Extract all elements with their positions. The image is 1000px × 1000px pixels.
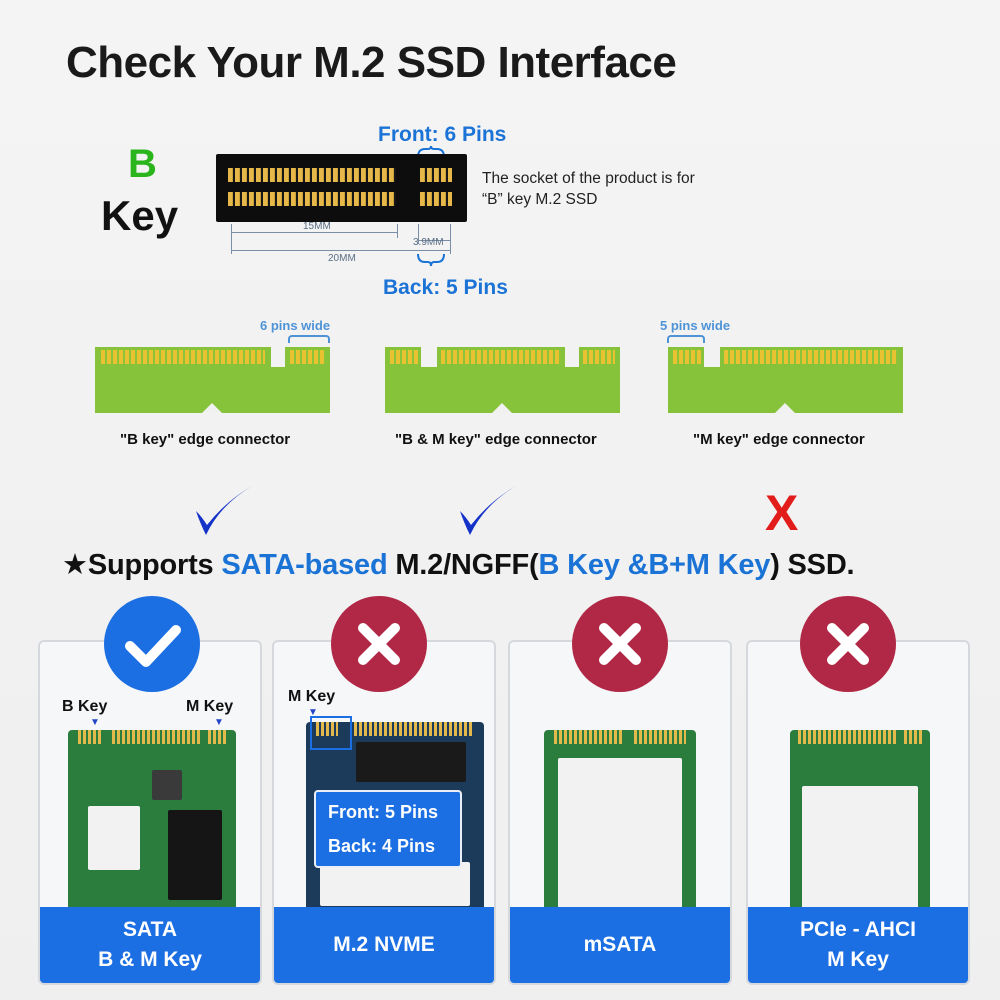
card-sata-line1: SATA: [122, 918, 178, 941]
b-key-letter: B: [128, 142, 157, 186]
pcie-ssd-board: [790, 730, 930, 916]
socket-pins-bottom-left: [228, 192, 396, 206]
nvme-unsupported-circle: [331, 596, 427, 692]
socket-pins-bottom-right: [420, 192, 452, 206]
card-pcie-banner: PCIe - AHCI M Key: [748, 907, 968, 983]
card-msata: mSATA: [508, 640, 732, 985]
msata-unsupported-circle: [572, 596, 668, 692]
m-key-edge-connector: [668, 345, 903, 413]
nvme-back-pins: Back: 4 Pins: [328, 836, 436, 856]
star-icon: ★: [62, 549, 88, 581]
dim-3-9mm: 3.9MM: [413, 237, 444, 248]
b-key-socket: [216, 154, 467, 222]
dim-15mm: 15MM: [303, 221, 331, 232]
b-m-key-check-icon: [460, 486, 516, 535]
m-key-width-tag: 5 pins wide: [660, 318, 731, 333]
socket-description: The socket of the product is for “B” key…: [482, 168, 772, 210]
socket-description-line1: The socket of the product is for: [482, 170, 695, 187]
front-brace-icon: [417, 145, 445, 158]
b-key-arrow-icon: ▼: [90, 717, 100, 728]
card-sata-b-key-tag: B Key: [62, 698, 108, 715]
back-pins-label: Back: 5 Pins: [383, 276, 508, 299]
b-key-check-icon: [196, 486, 252, 535]
sata-supported-circle: [104, 596, 200, 692]
m-key-width-bracket: [667, 335, 705, 343]
card-pcie-line2: M Key: [827, 948, 889, 971]
socket-pins-top-right: [420, 168, 452, 182]
card-sata-m-key-tag: M Key: [186, 698, 234, 715]
msata-ssd-board: [544, 730, 696, 916]
b-key-word: Key: [101, 192, 179, 239]
card-sata-banner: SATA B & M Key: [40, 907, 260, 983]
m-key-caption: "M key" edge connector: [693, 431, 865, 448]
card-msata-banner: mSATA: [510, 907, 730, 983]
card-pcie-line1: PCIe - AHCI: [800, 918, 916, 941]
close-icon: [599, 623, 641, 665]
card-nvme-banner: M.2 NVME: [274, 907, 494, 983]
back-brace-icon: [417, 253, 445, 267]
card-pcie-ahci: PCIe - AHCI M Key: [746, 640, 970, 985]
dim-20mm: 20MM: [328, 253, 356, 264]
pcie-unsupported-circle: [800, 596, 896, 692]
page-title: Check Your M.2 SSD Interface: [66, 38, 677, 87]
m-key-arrow-icon: ▼: [214, 717, 224, 728]
sata-ssd-board: [68, 730, 236, 915]
card-sata: B Key M Key ▼ ▼ SATA B & M Key: [38, 640, 262, 985]
card-nvme-m-key-tag: M Key: [288, 688, 336, 705]
check-icon: [125, 625, 181, 667]
card-nvme: M Key ▼ Front: 5 Pins Back: 4 Pins M.2 N…: [272, 640, 496, 985]
close-icon: [827, 623, 869, 665]
b-key-caption: "B key" edge connector: [120, 431, 291, 448]
b-m-key-caption: "B & M key" edge connector: [395, 431, 597, 448]
socket-description-line2: “B” key M.2 SSD: [482, 191, 598, 208]
nvme-key-highlight: [310, 716, 352, 750]
socket-pins-top-left: [228, 168, 396, 182]
card-msata-line1: mSATA: [583, 933, 657, 956]
supports-statement: ★Supports SATA-based M.2/NGFF(B Key &B+M…: [62, 549, 855, 581]
m-key-x-icon: X: [765, 485, 799, 541]
card-nvme-line1: M.2 NVME: [333, 933, 435, 956]
card-sata-line2: B & M Key: [98, 948, 202, 971]
nvme-key-arrow-icon: ▼: [308, 707, 318, 718]
b-key-width-tag: 6 pins wide: [260, 318, 331, 333]
nvme-front-pins: Front: 5 Pins: [328, 802, 439, 822]
close-icon: [358, 623, 400, 665]
b-m-key-edge-connector: [385, 345, 620, 413]
b-key-width-bracket: [288, 335, 330, 343]
nvme-pins-box: Front: 5 Pins Back: 4 Pins: [314, 790, 462, 868]
front-pins-label: Front: 6 Pins: [378, 123, 507, 146]
b-key-edge-connector: [95, 345, 330, 413]
